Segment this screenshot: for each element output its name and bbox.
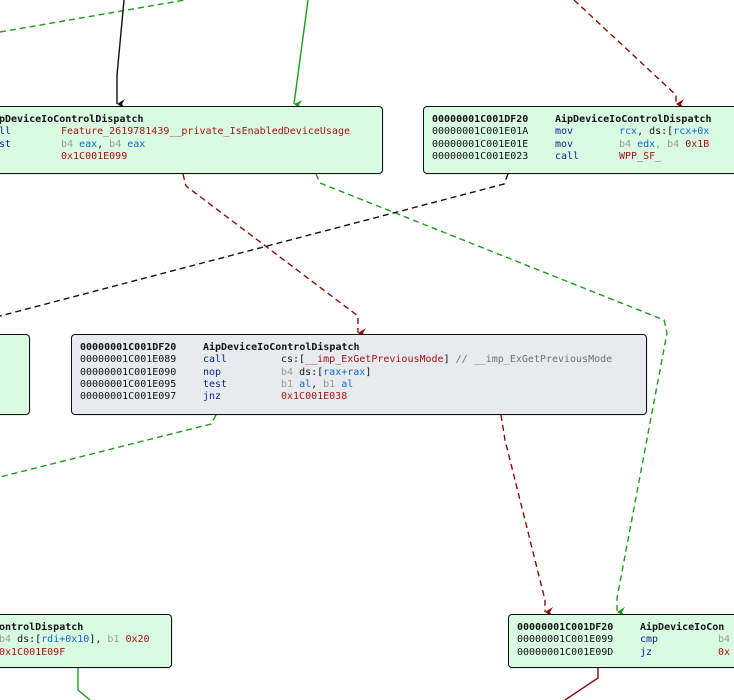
edge-red-b4-to-b6 — [500, 414, 553, 617]
edge-red-into-b2 — [573, 0, 684, 109]
edge-green-b4-left — [0, 414, 217, 478]
edge-green-dashed-top-left — [0, 0, 186, 33]
block-header: ontrolDispatch — [0, 622, 84, 633]
block-header: pDeviceIoControlDispatch — [0, 114, 144, 125]
edge-black-into-b1 — [116, 0, 125, 109]
edge-red-b6-down — [564, 668, 599, 700]
instruction-row: 0x1C001E099 — [61, 150, 128, 162]
edge-black-b2-left — [0, 173, 509, 317]
edge-red-b1-to-b4 — [182, 173, 366, 338]
edge-green-b5-down — [77, 668, 91, 700]
code-block-offscreen-left[interactable] — [0, 334, 30, 415]
code-block-flag-test[interactable]: ontrolDispatch b4 ds:[rdi+0x10], b1 0x20… — [0, 614, 172, 668]
instruction-row: b4 ds:[rdi+0x10], b1 0x20 — [0, 634, 150, 646]
edge-green-into-b1 — [293, 0, 309, 111]
instruction-row: 0x1C001E09F — [0, 646, 66, 658]
